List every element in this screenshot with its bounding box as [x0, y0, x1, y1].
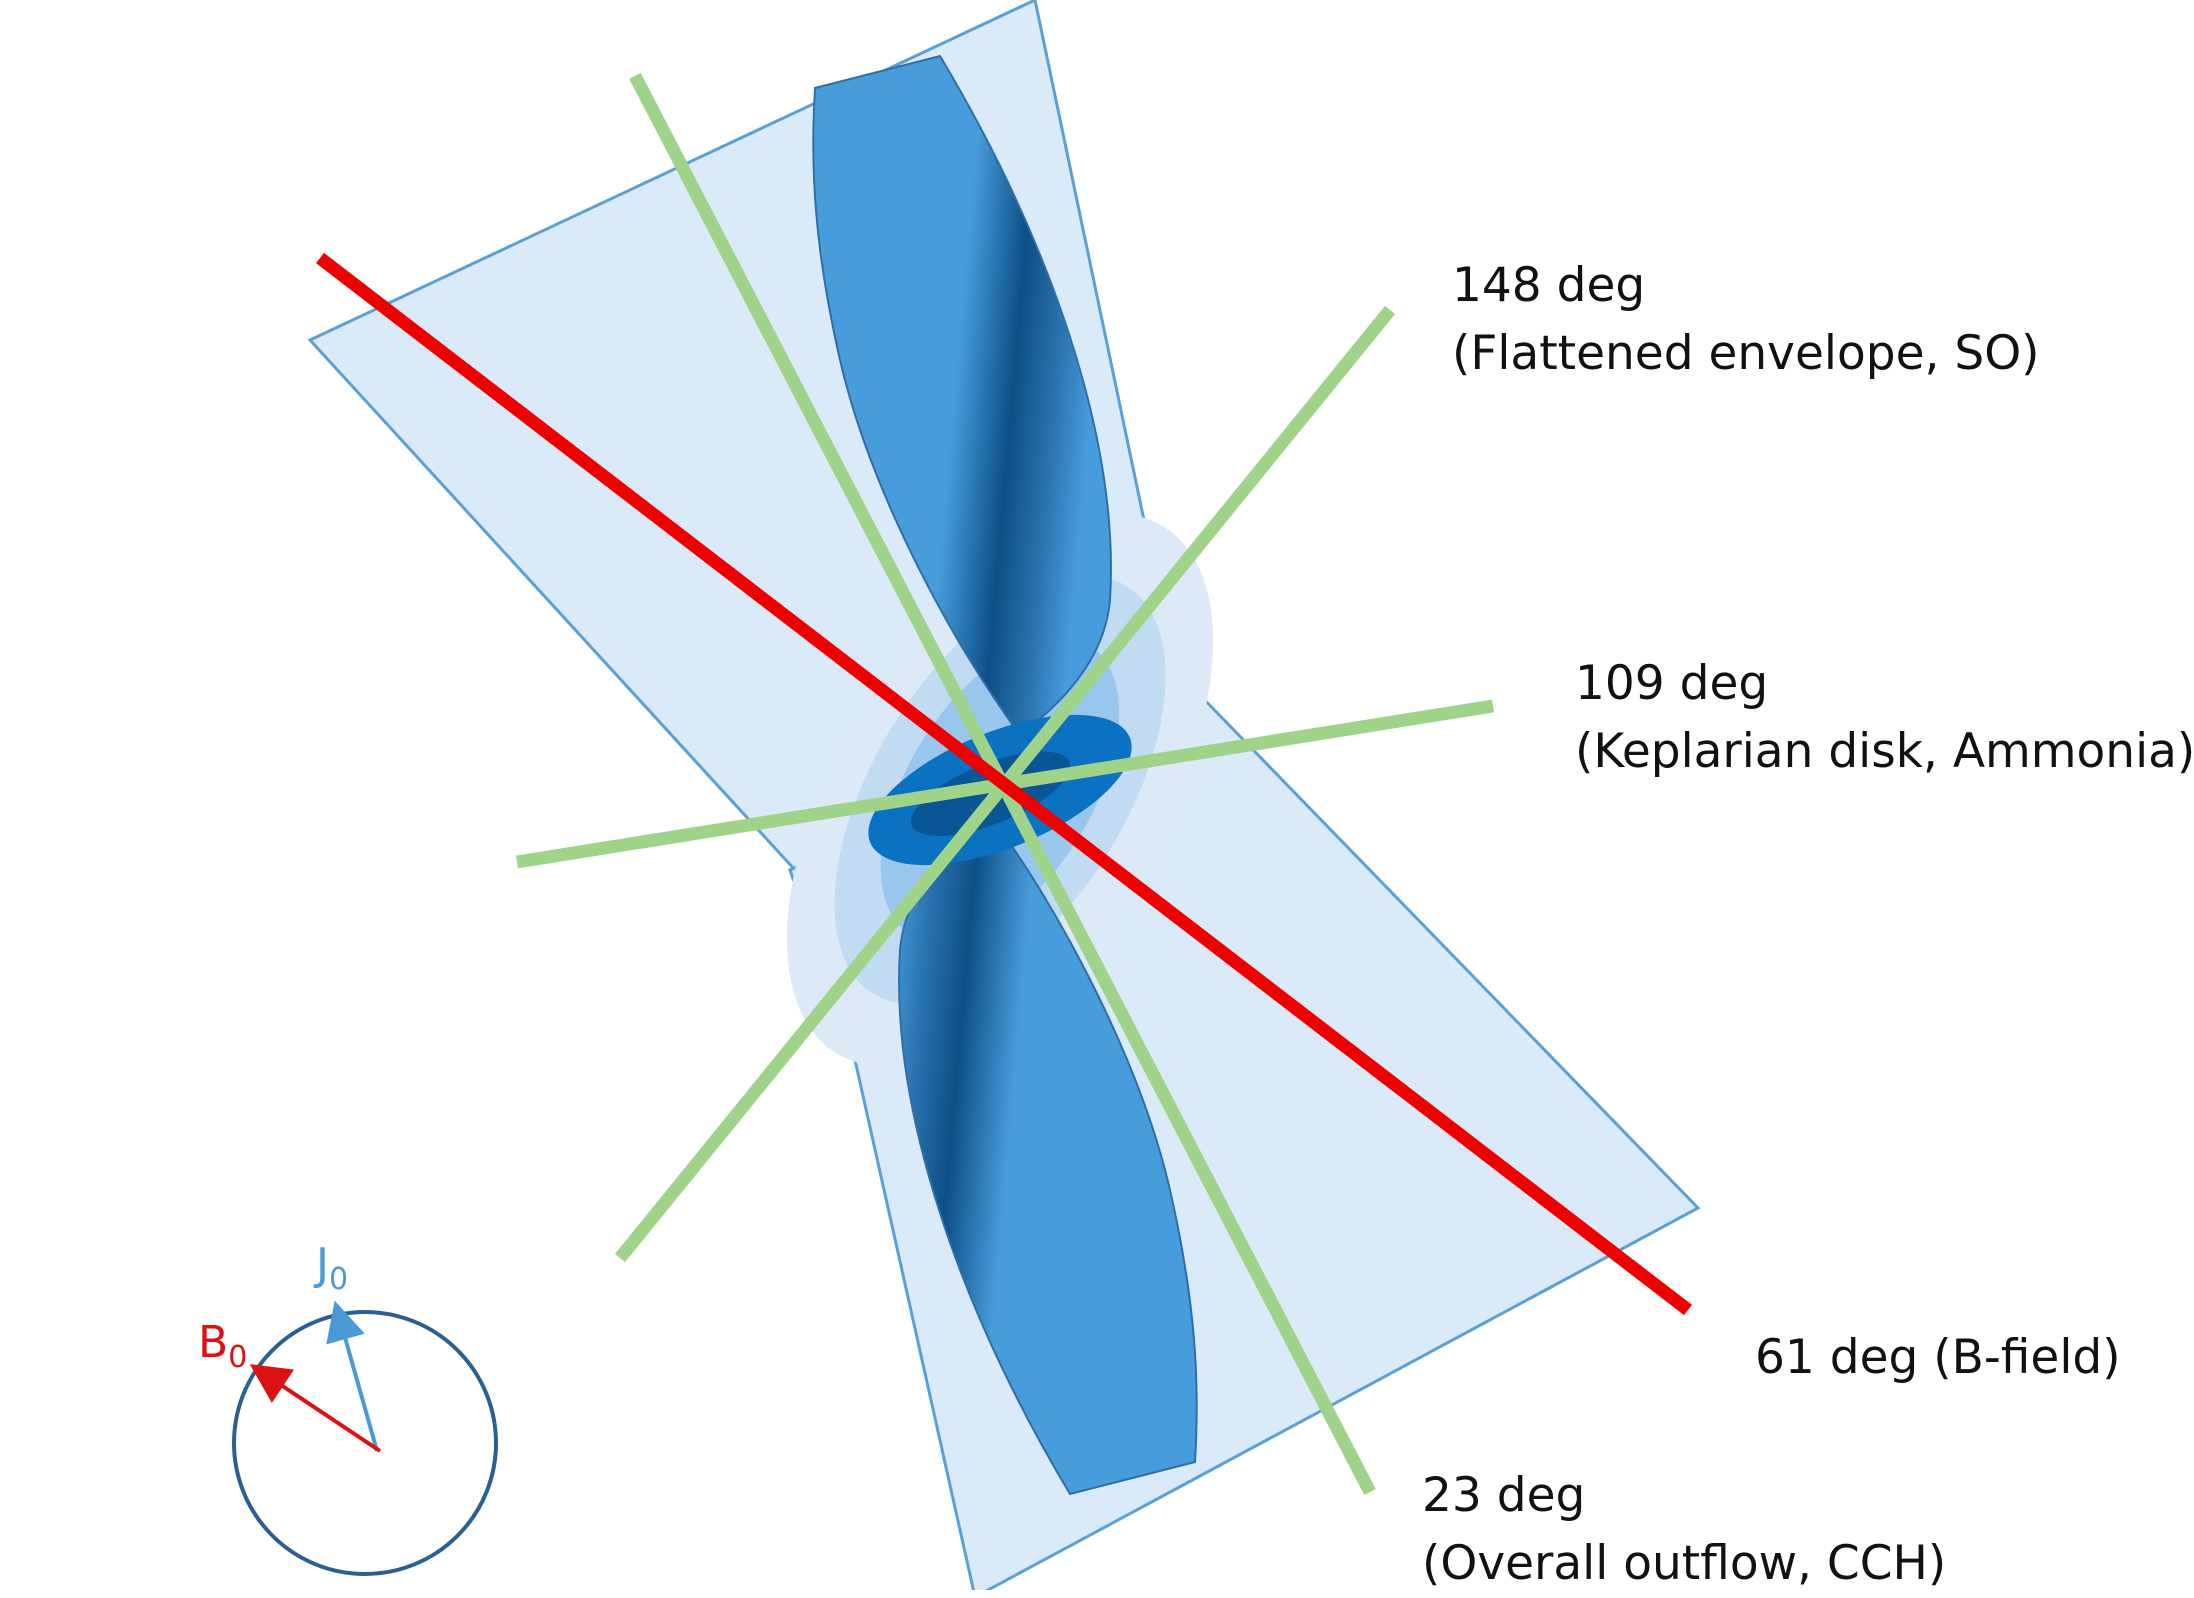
j-vector-label: J0 — [316, 1240, 348, 1305]
orientation-legend — [232, 1300, 498, 1576]
outflow-description: (Overall outflow, CCH) — [1422, 1536, 1947, 1591]
bfield-label: 61 deg (B-field) — [1755, 1324, 2121, 1392]
j-subscript: 0 — [328, 1262, 349, 1297]
envelope-label: 148 deg (Flattened envelope, SO) — [1452, 252, 2040, 388]
disk-description: (Keplarian disk, Ammonia) — [1575, 724, 2194, 779]
outflow-label: 23 deg (Overall outflow, CCH) — [1422, 1462, 1946, 1598]
envelope-angle: 148 deg — [1452, 258, 1646, 313]
disk-label: 109 deg (Keplarian disk, Ammonia) — [1575, 650, 2194, 786]
b-vector-label: B0 — [198, 1318, 247, 1383]
position-angle-lines — [316, 73, 1692, 1495]
envelope-description: (Flattened envelope, SO) — [1452, 326, 2040, 381]
j-symbol: J — [316, 1239, 329, 1290]
outflow-angle: 23 deg — [1422, 1468, 1586, 1523]
b-subscript: 0 — [228, 1340, 248, 1375]
disk-angle: 109 deg — [1575, 656, 1769, 711]
legend-circle — [232, 1310, 498, 1576]
bfield-text: 61 deg (B-field) — [1755, 1330, 2121, 1385]
b-symbol: B — [198, 1317, 229, 1368]
bfield-axis-line — [316, 252, 1692, 1316]
b-vector-arrow — [249, 1364, 382, 1453]
j-vector-arrow — [326, 1300, 379, 1452]
